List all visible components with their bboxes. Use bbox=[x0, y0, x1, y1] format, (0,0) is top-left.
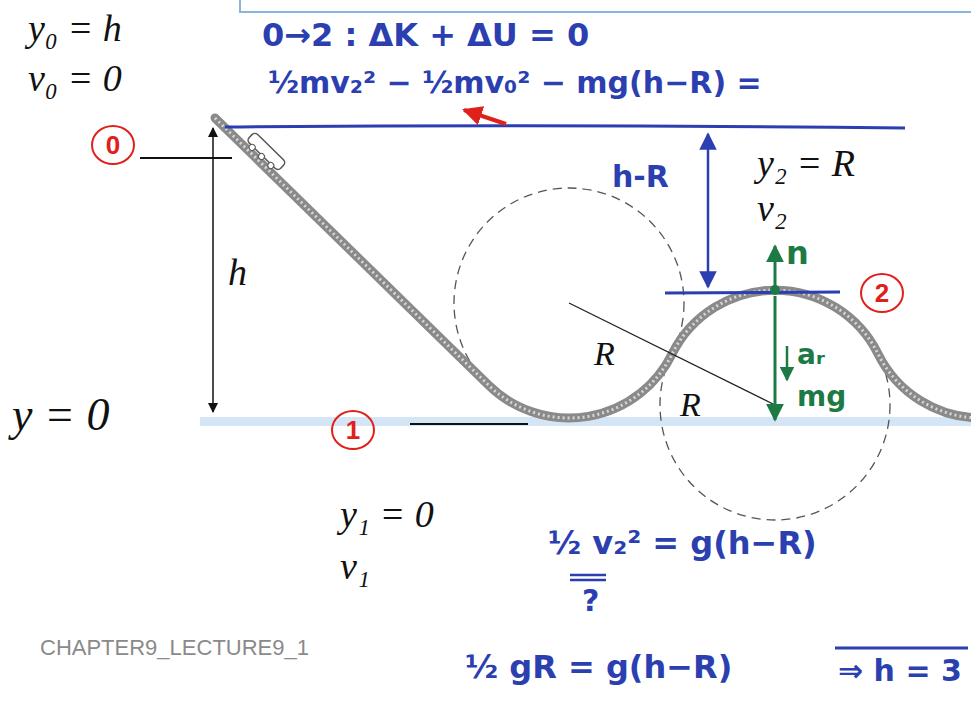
speed-value: v₀ = 0 bbox=[28, 58, 122, 100]
title-frame bbox=[240, 0, 971, 12]
point-marker: 1 bbox=[331, 410, 375, 450]
callout-number: 1 bbox=[346, 417, 360, 443]
radius-line bbox=[569, 303, 775, 405]
weight-arrow bbox=[774, 296, 777, 420]
force-label: n bbox=[786, 236, 809, 271]
height-value: y₀ = h bbox=[28, 8, 122, 50]
height-value: y₁ = 0 bbox=[340, 494, 434, 536]
cart bbox=[244, 132, 287, 174]
energy-equation: ½mv₂² − ½mv₀² − mg(h−R) = bbox=[268, 66, 762, 99]
callout-number: 0 bbox=[106, 132, 120, 158]
acceleration-arrow bbox=[786, 346, 789, 380]
normal-force-arrow bbox=[774, 246, 777, 287]
double-underline bbox=[570, 579, 606, 582]
result-equation: ⇒ h = 3 bbox=[838, 654, 962, 687]
red-pointer bbox=[464, 110, 506, 124]
radius-label: R bbox=[680, 386, 701, 423]
speed-value: v₁ bbox=[340, 546, 370, 588]
energy-equation: 0→2 : ΔK + ΔU = 0 bbox=[262, 18, 589, 53]
hand-level-line bbox=[665, 292, 840, 293]
track-texture bbox=[215, 118, 971, 418]
dimension-label: h-R bbox=[612, 160, 669, 193]
result-bar bbox=[835, 647, 968, 650]
hand-level-line bbox=[225, 126, 905, 128]
result-equation: ½ gR = g(h−R) bbox=[465, 650, 732, 685]
dimension-label: h bbox=[228, 252, 247, 294]
radius-label: R bbox=[594, 335, 615, 372]
question-mark: ? bbox=[582, 584, 599, 617]
level-line bbox=[140, 157, 232, 159]
point-marker: 2 bbox=[860, 273, 904, 313]
height-arrow bbox=[212, 128, 214, 412]
point-marker: 0 bbox=[91, 125, 135, 165]
height-value: y₂ = R bbox=[757, 143, 855, 185]
hand-height-arrow bbox=[707, 134, 710, 287]
ground-level: y = 0 bbox=[12, 390, 109, 441]
level-line bbox=[410, 423, 528, 425]
energy-equation: ½ v₂² = g(h−R) bbox=[548, 526, 817, 561]
slide-footer: CHAPTER9_LECTURE9_1 bbox=[40, 636, 309, 660]
acceleration-label: aᵣ bbox=[797, 340, 825, 371]
callout-number: 2 bbox=[875, 280, 889, 306]
track bbox=[215, 118, 971, 418]
double-underline bbox=[570, 574, 606, 577]
force-label: mg bbox=[797, 382, 846, 413]
speed-value: v₂ bbox=[757, 188, 787, 230]
